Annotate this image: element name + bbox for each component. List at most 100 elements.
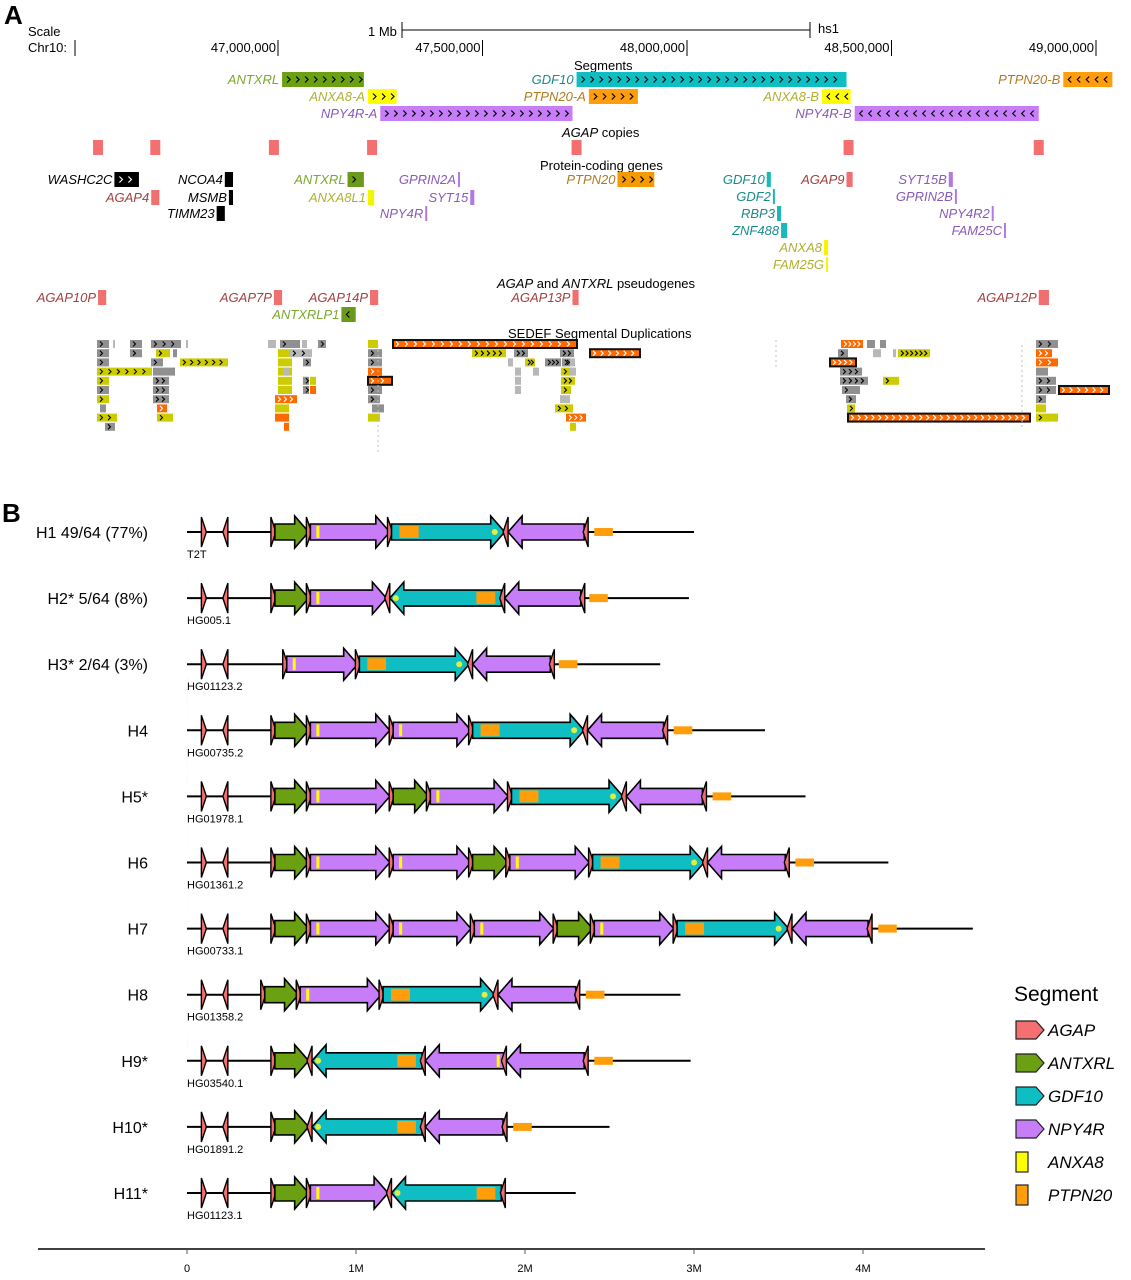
agap-marker: [200, 1177, 208, 1209]
agap-marker: [260, 979, 267, 1010]
sedef-duplication: [566, 413, 586, 422]
strand-chevron: [501, 110, 507, 117]
segment-arrow-npy4r: [392, 910, 472, 947]
anxa8-mark: [491, 529, 498, 535]
segment-arrow-antxrl: [274, 579, 310, 617]
strand-chevron: [909, 350, 914, 357]
legend-swatch-agap: [1015, 1020, 1045, 1040]
agap-marker: [506, 781, 514, 812]
sedef-duplication: [873, 349, 881, 358]
gene-block-syt15b: [948, 172, 953, 187]
anxa8-mark: [399, 724, 403, 737]
strand-chevron: [884, 414, 889, 421]
agap-copy-block: [571, 140, 582, 155]
anxa8-mark: [306, 988, 310, 1001]
agap-marker: [270, 1177, 277, 1209]
agap-marker: [200, 781, 208, 812]
sedef-duplication: [318, 340, 326, 348]
gene-block-gprin2a: [457, 172, 460, 187]
agap-marker: [305, 516, 313, 548]
anxa8-mark: [316, 922, 320, 935]
ptpn20-mark: [476, 592, 496, 605]
strand-chevron: [568, 377, 573, 384]
strand-chevron: [1029, 110, 1035, 117]
sedef-duplication: [842, 386, 860, 394]
assembly-label: hs1: [818, 21, 839, 36]
segment-label: ANXA8-A: [308, 89, 365, 104]
strand-chevron: [99, 414, 104, 421]
strand-chevron: [957, 110, 963, 117]
gene-label: ANTXRL: [293, 172, 345, 187]
strand-chevron: [564, 359, 569, 366]
agap-copy-block: [93, 140, 104, 155]
strand-chevron: [420, 110, 426, 117]
strand-chevron: [197, 359, 201, 366]
agap-marker: [222, 1111, 229, 1143]
strand-chevron: [402, 110, 408, 117]
sedef-duplication: [560, 349, 574, 358]
strand-chevron: [608, 76, 613, 83]
genome-tick-label: 49,000,000: [1029, 40, 1094, 55]
strand-chevron: [960, 414, 964, 421]
agap-marker: [222, 1045, 229, 1077]
assembly-label: HG01123.1: [187, 1210, 242, 1222]
haplotype-label: H8: [128, 988, 149, 1005]
sedef-duplication: [392, 339, 578, 349]
haplotype-label: H11*: [114, 1186, 148, 1203]
strand-chevron: [567, 350, 572, 357]
x-axis-tick-label: 1M: [348, 1263, 363, 1275]
anxa8-mark: [392, 595, 399, 602]
agap-marker: [783, 847, 790, 878]
sedef-duplication: [303, 386, 309, 394]
strand-chevron: [301, 350, 306, 357]
strand-chevron: [607, 350, 612, 357]
segment-arrow-gdf10: [390, 1174, 503, 1212]
ptpn20-block: [589, 594, 608, 603]
strand-chevron: [516, 350, 521, 357]
segment-label: ANTXRL: [227, 72, 279, 87]
strand-chevron: [99, 341, 104, 347]
agap-marker: [282, 648, 289, 680]
gene-block-fam25c: [1003, 223, 1006, 238]
sedef-duplication: [515, 376, 521, 385]
legend-label: NPY4R: [1048, 1120, 1105, 1139]
strand-chevron: [630, 350, 635, 357]
strand-chevron: [1067, 76, 1072, 83]
strand-chevron: [752, 76, 757, 83]
ptpn20-block: [513, 1122, 532, 1131]
haplotype-row-h9: H9*HG03540.1: [121, 1042, 691, 1090]
strand-chevron: [885, 377, 890, 384]
strand-chevron: [99, 368, 104, 375]
strand-chevron: [182, 359, 187, 366]
sedef-duplication: [883, 376, 899, 385]
sedef-duplication: [515, 367, 521, 376]
gene-label: AGAP9: [800, 172, 844, 187]
strand-chevron: [99, 350, 104, 357]
ptpn20-mark: [685, 922, 705, 935]
strand-chevron: [161, 396, 166, 403]
strand-chevron: [370, 368, 375, 375]
legend-label: AGAP: [1047, 1021, 1096, 1040]
anxa8-mark: [316, 1187, 320, 1199]
gene-block-anxa8l1: [367, 190, 375, 205]
strand-chevron: [521, 350, 526, 357]
gene-label: NPY4R: [380, 206, 423, 221]
sedef-duplication: [284, 422, 289, 431]
strand-chevron: [370, 377, 375, 384]
strand-chevron: [127, 176, 133, 183]
legend-swatch-gdf10: [1015, 1086, 1045, 1106]
sedef-duplication: [268, 340, 276, 348]
segment-arrow-npy4r: [309, 844, 391, 881]
gene-label: NCOA4: [178, 172, 223, 187]
agap-marker: [200, 913, 208, 944]
strand-chevron: [349, 76, 354, 83]
strand-chevron: [564, 405, 569, 412]
strand-chevron: [966, 414, 971, 421]
strand-chevron: [1084, 387, 1089, 393]
agap-marker: [270, 582, 277, 614]
anxa8-mark: [316, 856, 320, 869]
strand-chevron: [345, 311, 350, 318]
